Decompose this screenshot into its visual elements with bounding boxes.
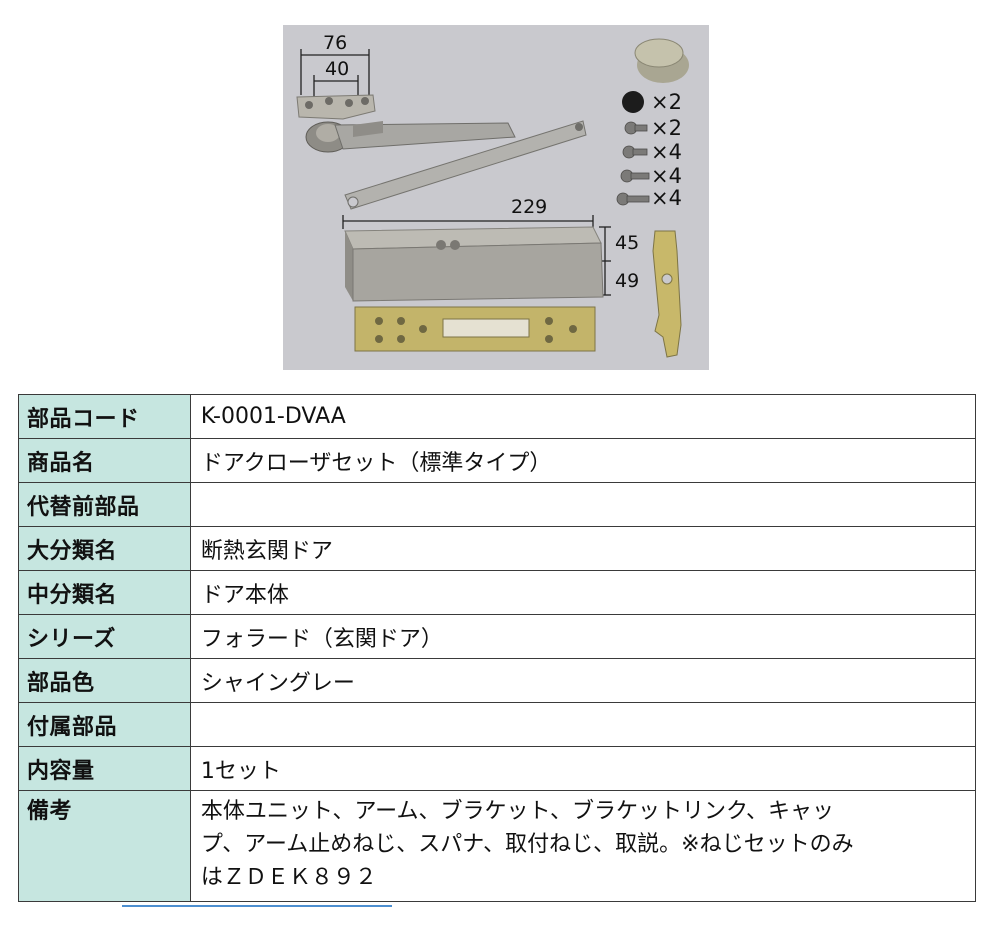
spec-table-body: 部品コード K-0001-DVAA 商品名 ドアクローザセット（標準タイプ） 代…	[18, 394, 977, 902]
table-row-note: 備考 本体ユニット、アーム、ブラケット、ブラケットリンク、キャッ プ、アーム止め…	[18, 790, 977, 902]
note-line: はＺＤＥＫ８９２	[200, 865, 377, 890]
closer-body	[344, 226, 604, 302]
cap-icon	[634, 38, 689, 83]
row-key: シリーズ	[18, 614, 191, 659]
table-row: 部品コード K-0001-DVAA	[18, 394, 977, 439]
table-row: シリーズ フォラード（玄関ドア）	[18, 614, 977, 659]
row-key: 内容量	[18, 746, 191, 791]
row-key: 大分類名	[18, 526, 191, 571]
row-value: ドアクローザセット（標準タイプ）	[189, 438, 977, 483]
table-row: 部品色 シャイングレー	[18, 658, 977, 703]
dim-arm-outer: 76	[323, 32, 347, 54]
note-line: プ、アーム止めねじ、スパナ、取付ねじ、取説。※ねじセットのみ	[200, 832, 854, 857]
row-key: 商品名	[18, 438, 191, 483]
link-underline	[122, 905, 392, 907]
note-line: 本体ユニット、アーム、ブラケット、ブラケットリンク、キャッ	[200, 799, 835, 824]
dim-arm-inner: 40	[325, 58, 349, 80]
row-key: 備考	[18, 790, 191, 902]
table-row: 中分類名 ドア本体	[18, 570, 977, 615]
row-key: 中分類名	[18, 570, 191, 615]
table-row: 大分類名 断熱玄関ドア	[18, 526, 977, 571]
qty-screw-1: ×2	[651, 116, 682, 140]
dim-body-length: 229	[511, 196, 547, 218]
spanner	[652, 230, 682, 358]
table-row: 内容量 1セット	[18, 746, 977, 791]
dim-body-height-top: 45	[615, 232, 639, 254]
row-value	[189, 482, 977, 527]
screw-icon	[622, 145, 648, 159]
row-value: K-0001-DVAA	[189, 394, 977, 439]
row-value: 1セット	[189, 746, 977, 791]
row-value: フォラード（玄関ドア）	[189, 614, 977, 659]
screw-icon	[624, 121, 648, 135]
dim-body-height-bottom: 49	[615, 270, 639, 292]
spec-table: 部品コード K-0001-DVAA 商品名 ドアクローザセット（標準タイプ） 代…	[18, 394, 977, 902]
row-key: 部品コード	[18, 394, 191, 439]
qty-nut: ×2	[651, 90, 682, 114]
row-value	[189, 702, 977, 747]
door-closer-diagram: 76 40	[296, 32, 689, 358]
qty-screw-2: ×4	[651, 140, 682, 164]
table-row: 付属部品	[18, 702, 977, 747]
nut-icon	[622, 91, 644, 113]
closer-arms	[334, 120, 587, 210]
row-value: 断熱玄関ドア	[189, 526, 977, 571]
qty-screw-3: ×4	[651, 164, 682, 188]
product-photo: 76 40	[283, 25, 709, 370]
table-row: 代替前部品	[18, 482, 977, 527]
row-key: 部品色	[18, 658, 191, 703]
table-row: 商品名 ドアクローザセット（標準タイプ）	[18, 438, 977, 483]
row-value: ドア本体	[189, 570, 977, 615]
arm-dimension-lines	[300, 49, 370, 97]
row-value: シャイングレー	[189, 658, 977, 703]
screw-icon	[620, 169, 650, 183]
mounting-plate	[354, 306, 596, 352]
note-value: 本体ユニット、アーム、ブラケット、ブラケットリンク、キャッ プ、アーム止めねじ、…	[189, 790, 977, 902]
row-key: 付属部品	[18, 702, 191, 747]
screw-icon	[616, 192, 650, 206]
qty-screw-4: ×4	[651, 186, 682, 210]
row-key: 代替前部品	[18, 482, 191, 527]
